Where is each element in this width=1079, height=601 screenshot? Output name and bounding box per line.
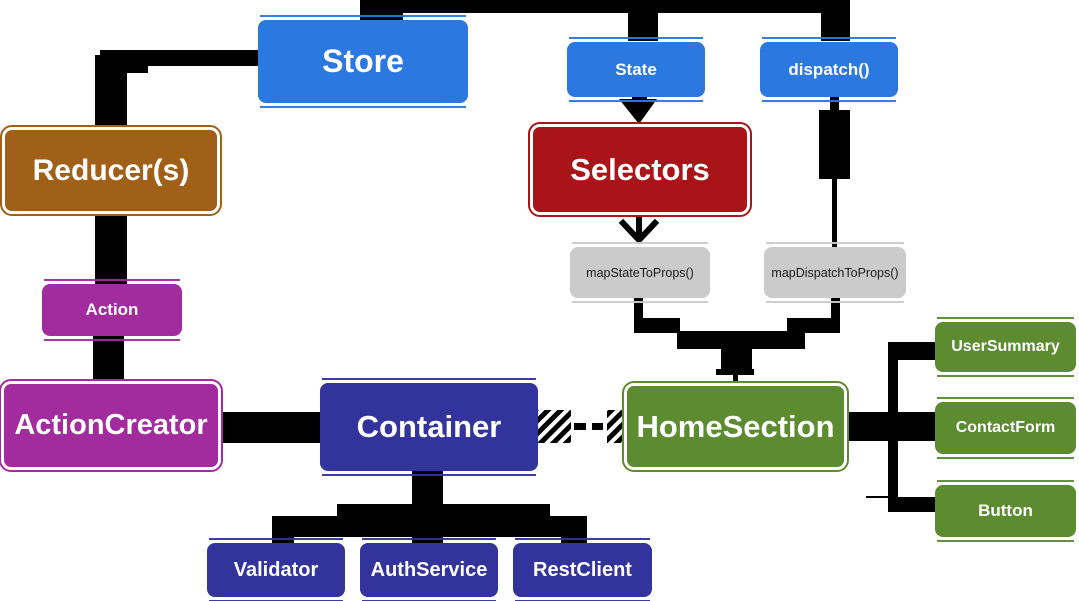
node-user-summary-label: UserSummary — [951, 338, 1060, 355]
node-container: Container — [320, 378, 538, 476]
node-selectors-label: Selectors — [570, 151, 710, 187]
node-action-creator-label: ActionCreator — [14, 409, 208, 441]
edge-container-children — [272, 471, 587, 545]
node-action-label: Action — [85, 300, 139, 319]
node-reducers-label: Reducer(s) — [32, 153, 190, 187]
node-auth-service: AuthService — [360, 538, 498, 601]
edge-funnel-to-homesection — [634, 298, 840, 383]
node-home-section: HomeSection — [622, 381, 849, 472]
node-validator-label: Validator — [233, 558, 319, 581]
edge-container-homesection-dashed — [538, 410, 627, 443]
node-dispatch: dispatch() — [760, 37, 898, 102]
node-user-summary: UserSummary — [935, 317, 1076, 377]
node-dispatch-label: dispatch() — [788, 59, 870, 79]
node-button-label: Button — [978, 501, 1033, 520]
node-state: State — [567, 37, 705, 102]
node-reducers: Reducer(s) — [0, 125, 222, 216]
node-map-dispatch-label: mapDispatchToProps() — [771, 265, 899, 280]
node-state-label: State — [615, 59, 657, 79]
edge-reducers-action — [95, 213, 127, 285]
edge-dispatch-mapdispatch — [819, 97, 850, 247]
node-button: Button — [935, 480, 1076, 542]
node-action: Action — [42, 279, 182, 341]
node-container-label: Container — [356, 409, 502, 444]
node-contact-form: ContactForm — [935, 397, 1076, 459]
edge-homesection-children — [847, 342, 935, 512]
node-rest-client-label: RestClient — [533, 558, 632, 581]
node-store-label: Store — [322, 43, 404, 79]
edge-actioncreator-container — [220, 412, 321, 443]
edge-store-top-bus — [360, 0, 850, 41]
node-contact-form-label: ContactForm — [955, 419, 1056, 436]
edge-store-reducers — [95, 50, 260, 127]
node-validator: Validator — [207, 538, 345, 601]
edge-action-actioncreator — [93, 335, 124, 382]
node-auth-service-label: AuthService — [370, 558, 488, 581]
node-map-state-to-props: mapStateToProps() — [570, 242, 710, 303]
node-selectors: Selectors — [528, 122, 752, 217]
node-map-state-label: mapStateToProps() — [586, 265, 694, 280]
node-home-section-label: HomeSection — [636, 408, 835, 444]
node-map-dispatch-to-props: mapDispatchToProps() — [764, 242, 906, 303]
node-action-creator: ActionCreator — [0, 379, 223, 472]
node-store: Store — [258, 15, 468, 108]
node-rest-client: RestClient — [513, 538, 652, 601]
edge-selectors-mapstate-arrow — [618, 214, 660, 245]
